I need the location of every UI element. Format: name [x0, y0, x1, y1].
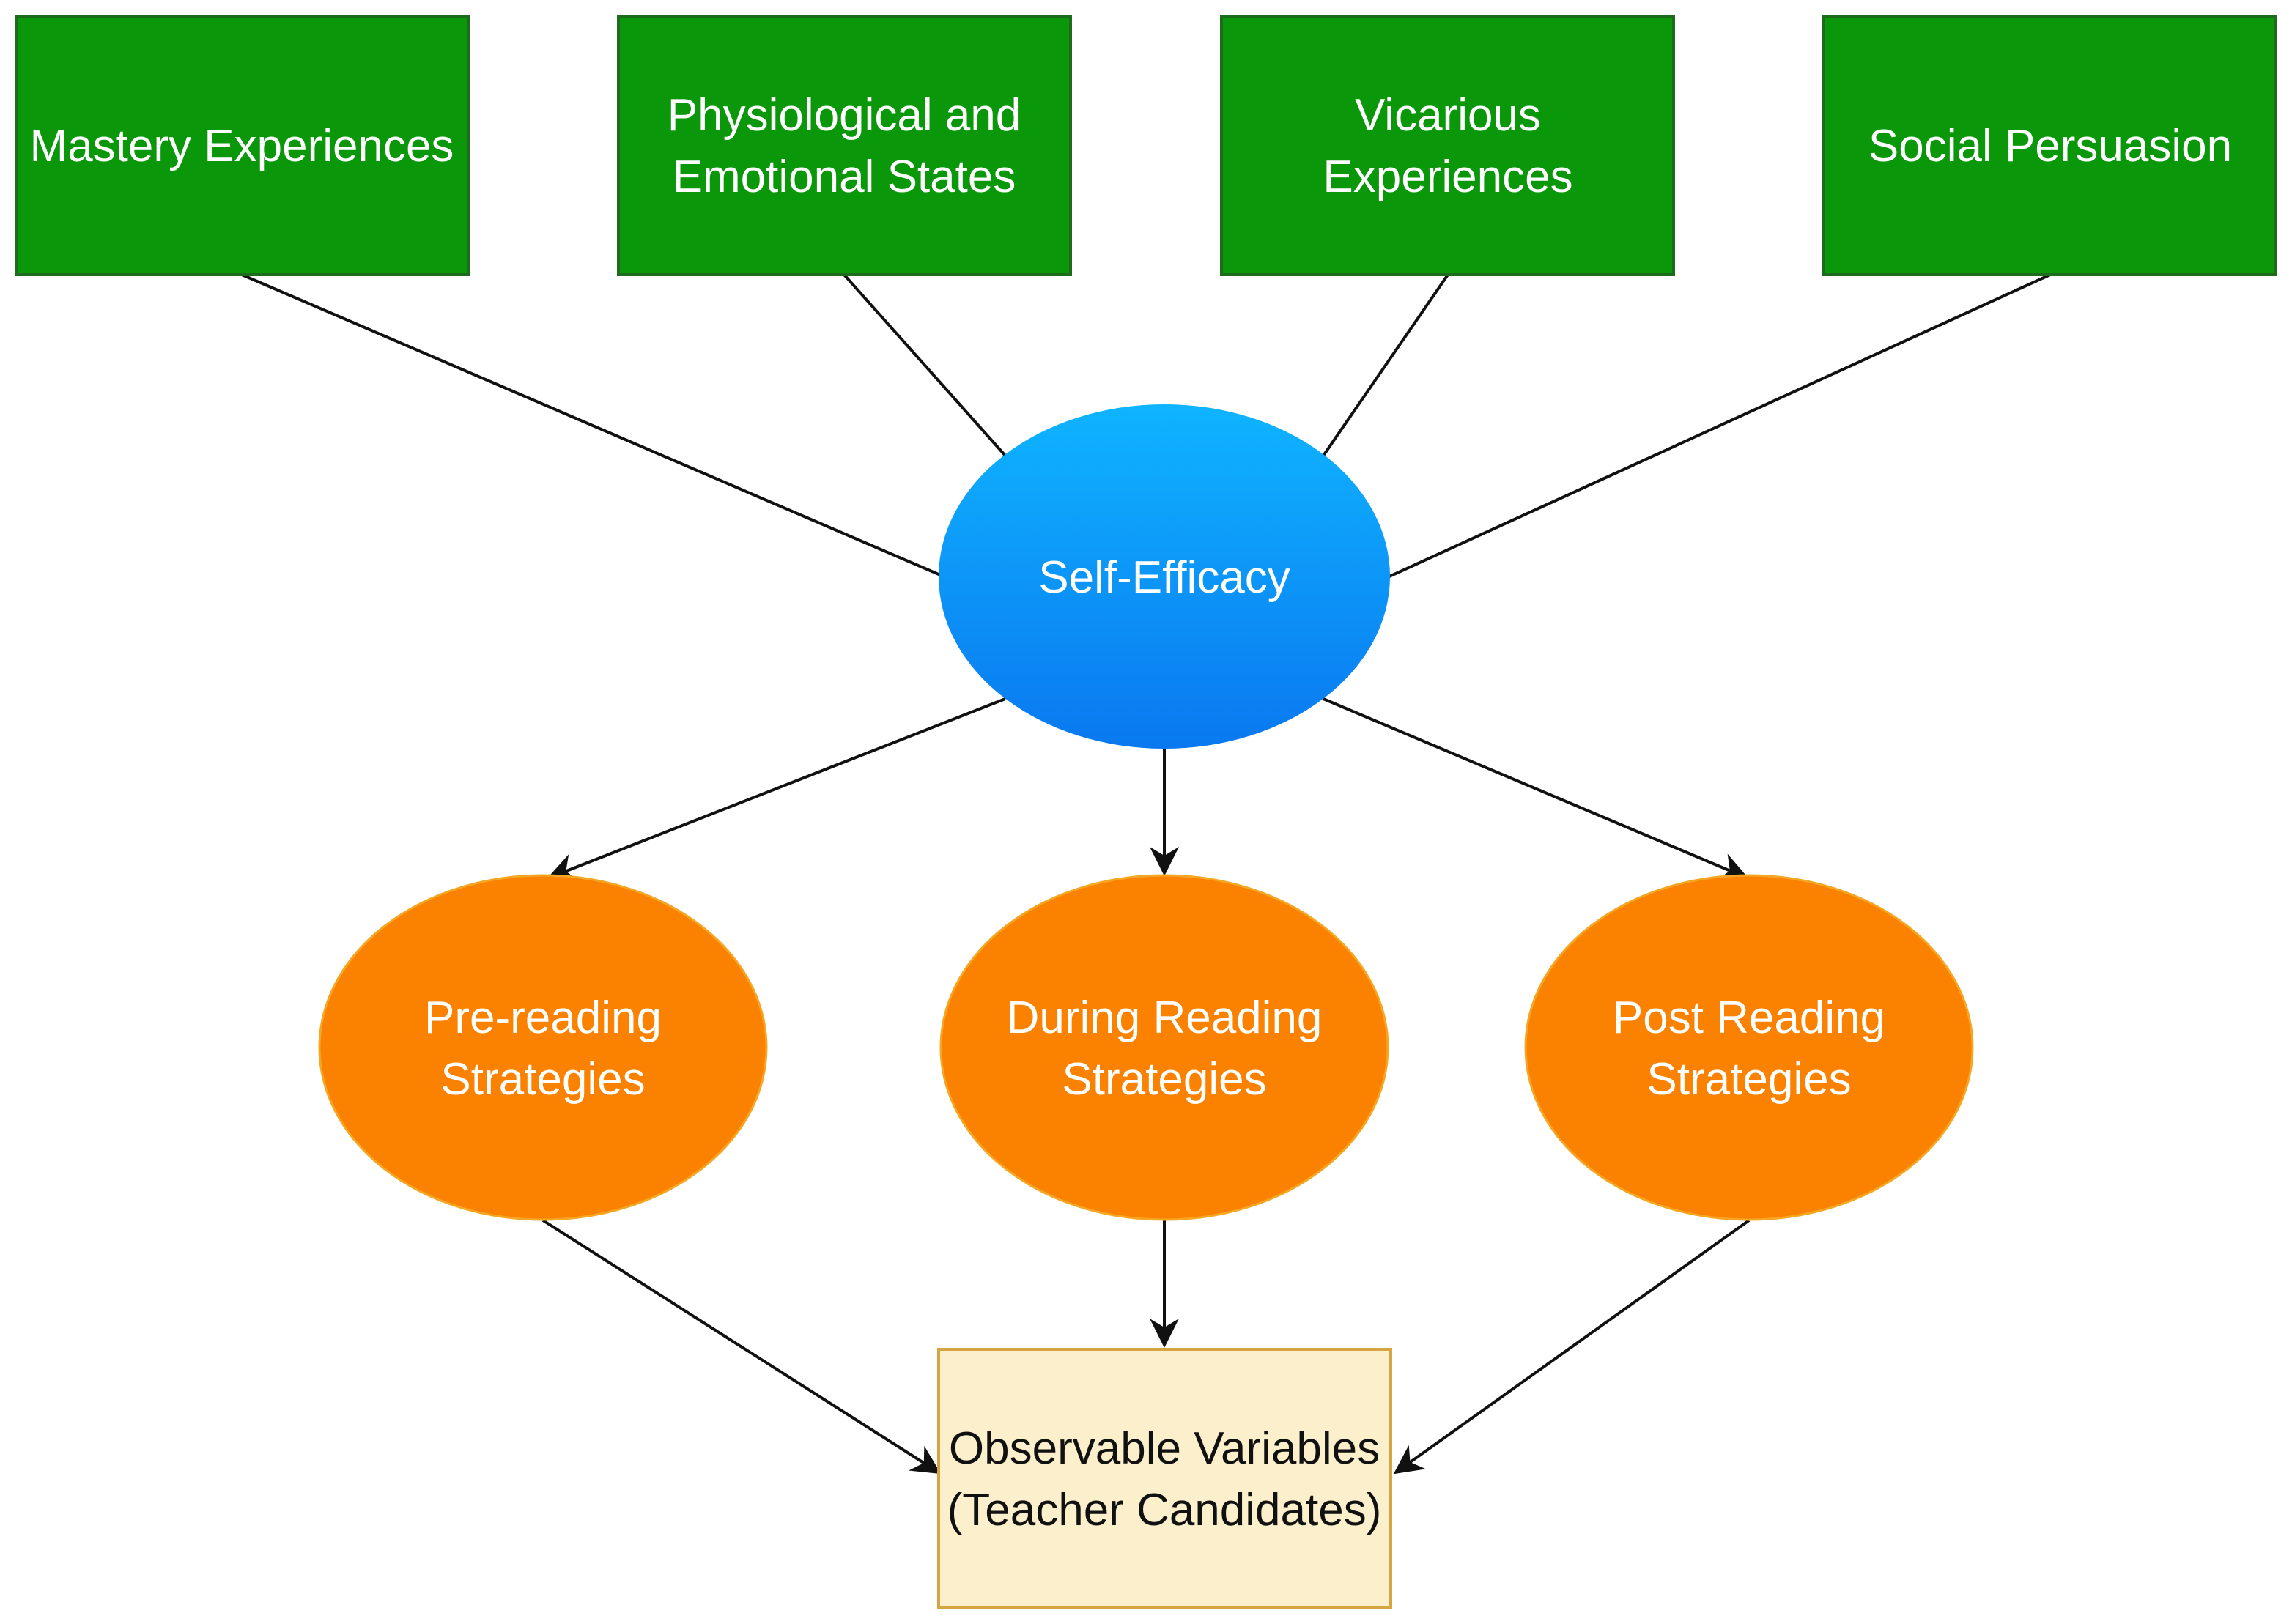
label-line: Experiences — [1323, 152, 1572, 202]
label-line: Social Persuasion — [1868, 121, 2232, 171]
label-line: Post Reading — [1613, 993, 1885, 1043]
label-line: Self-Efficacy — [1038, 552, 1290, 603]
arrow-post-reading-to-outcome — [1393, 1219, 1751, 1475]
outcome-box — [937, 1348, 1392, 1609]
arrow-pre-reading-to-outcome — [541, 1219, 942, 1475]
source-label-mastery-experiences: Mastery Experiences — [30, 121, 454, 171]
self-efficacy-label: Self-Efficacy — [1038, 552, 1290, 603]
outcome-label: Observable Variables (Teacher Candidates) — [947, 1423, 1382, 1535]
self-efficacy-node: Self-Efficacy — [939, 404, 1390, 749]
label-line: Vicarious — [1355, 90, 1541, 141]
connector-social-to-self-efficacy — [1389, 273, 2051, 578]
strategy-arrows — [547, 697, 1749, 882]
label-line: During Reading — [1007, 993, 1323, 1043]
label-line: Strategies — [440, 1054, 645, 1105]
connector-vicarious-to-self-efficacy — [1322, 273, 1449, 457]
outcome-arrows — [541, 1219, 1751, 1475]
label-line: Strategies — [1062, 1054, 1266, 1105]
outcome-node: Observable Variables (Teacher Candidates) — [937, 1348, 1392, 1609]
label-line: Emotional States — [673, 152, 1016, 202]
source-box-social-persuasion: Social Persuasion — [1822, 15, 2277, 276]
connector-physiological-to-self-efficacy — [843, 273, 1007, 457]
label-line: Physiological and — [668, 90, 1021, 141]
source-box-mastery-experiences: Mastery Experiences — [15, 15, 470, 276]
source-label-social-persuasion: Social Persuasion — [1868, 121, 2232, 171]
label-line: (Teacher Candidates) — [947, 1485, 1382, 1535]
connector-mastery-to-self-efficacy — [241, 273, 944, 578]
source-connectors — [241, 273, 2051, 578]
label-line: Pre-reading — [424, 993, 662, 1043]
self-efficacy-ellipse — [939, 404, 1390, 749]
label-line: Observable Variables — [949, 1423, 1380, 1474]
label-line: Strategies — [1646, 1054, 1851, 1105]
arrow-self-efficacy-to-pre-reading — [547, 697, 1006, 882]
arrow-self-efficacy-to-post-reading — [1323, 697, 1749, 881]
label-line: Mastery Experiences — [30, 121, 454, 171]
